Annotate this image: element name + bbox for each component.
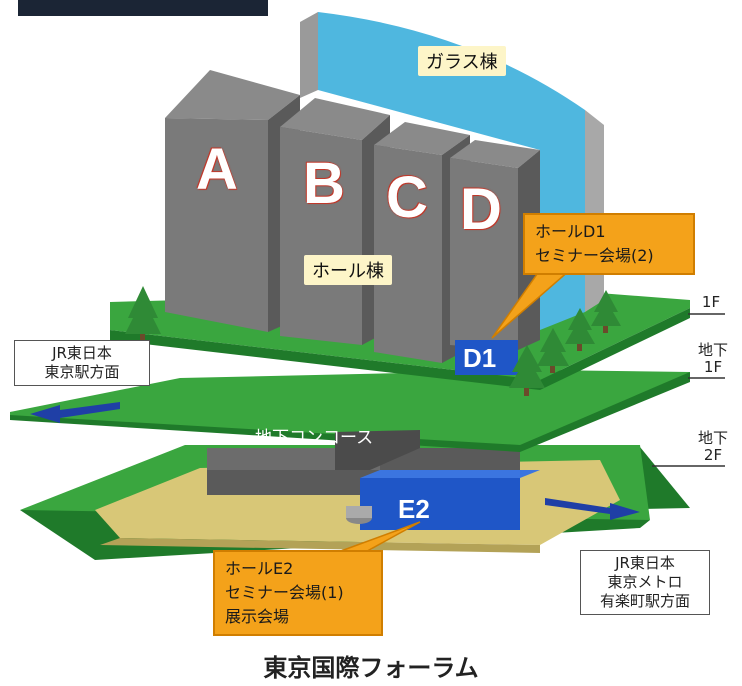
floor-b1-label: 地下 1F [696,342,730,376]
hall-d1-callout: ホールD1 セミナー会場(2) [523,213,695,275]
tower-b [280,98,390,345]
tower-d-label: D [460,177,502,242]
callout-d1-line2: セミナー会場(2) [535,246,654,265]
hall-d1-label: D1 [463,343,497,373]
jr-left-line2: 東京駅方面 [44,363,120,381]
page-title: 東京国際フォーラム [263,654,479,682]
right-dir-line1: JR東日本 [615,554,675,572]
concourse-label: 地下コンコース [255,428,374,448]
callout-d1-line1: ホールD1 [535,222,606,241]
concourse-passage [335,430,420,470]
hall-e2-label: E2 [398,494,430,524]
hall-building-label: ホール棟 [304,255,392,285]
glass-building [318,12,585,330]
callout-e2-line2: セミナー会場(1) [225,583,344,602]
tower-c-label: C [386,165,428,230]
b1-plate [10,370,690,445]
right-dir-line2: 東京メトロ [607,573,683,591]
left-direction-arrow [30,402,120,423]
glass-building-label: ガラス棟 [418,46,506,76]
callout-e2-line3: 展示会場 [225,607,290,626]
floor-b1-line1: 地下 [697,341,728,359]
floor-1f-label: 1F [701,293,721,311]
hall-e2-block [360,478,520,530]
jr-left-line1: JR東日本 [52,344,112,362]
tree-icon [125,286,161,342]
floor-b2-line2: 2F [703,446,723,464]
jr-tokyo-direction-label: JR東日本 東京駅方面 [14,340,150,386]
floor-b2-label: 地下 2F [696,430,730,464]
tower-d [450,140,540,350]
right-dir-line3: 有楽町駅方面 [599,592,690,610]
hall-e2-callout: ホールE2 セミナー会場(1) 展示会場 [213,550,383,636]
tower-b-label: B [303,151,345,216]
trees [125,286,621,396]
tower-a-label: A [196,137,238,202]
tree-icon [509,345,545,396]
floor-b1-line2: 1F [703,358,723,376]
floor-b2-line1: 地下 [697,429,728,447]
callout-e2-line1: ホールE2 [225,559,294,578]
tree-icon [537,328,569,373]
hall-d1-block [455,340,518,375]
1f-plate-edge [110,308,690,390]
yurakucho-direction-label: JR東日本 東京メトロ 有楽町駅方面 [580,550,710,615]
tree-icon [565,308,595,351]
header-image-fragment [18,0,268,16]
tree-icon [591,290,621,333]
right-direction-arrow [545,498,640,520]
